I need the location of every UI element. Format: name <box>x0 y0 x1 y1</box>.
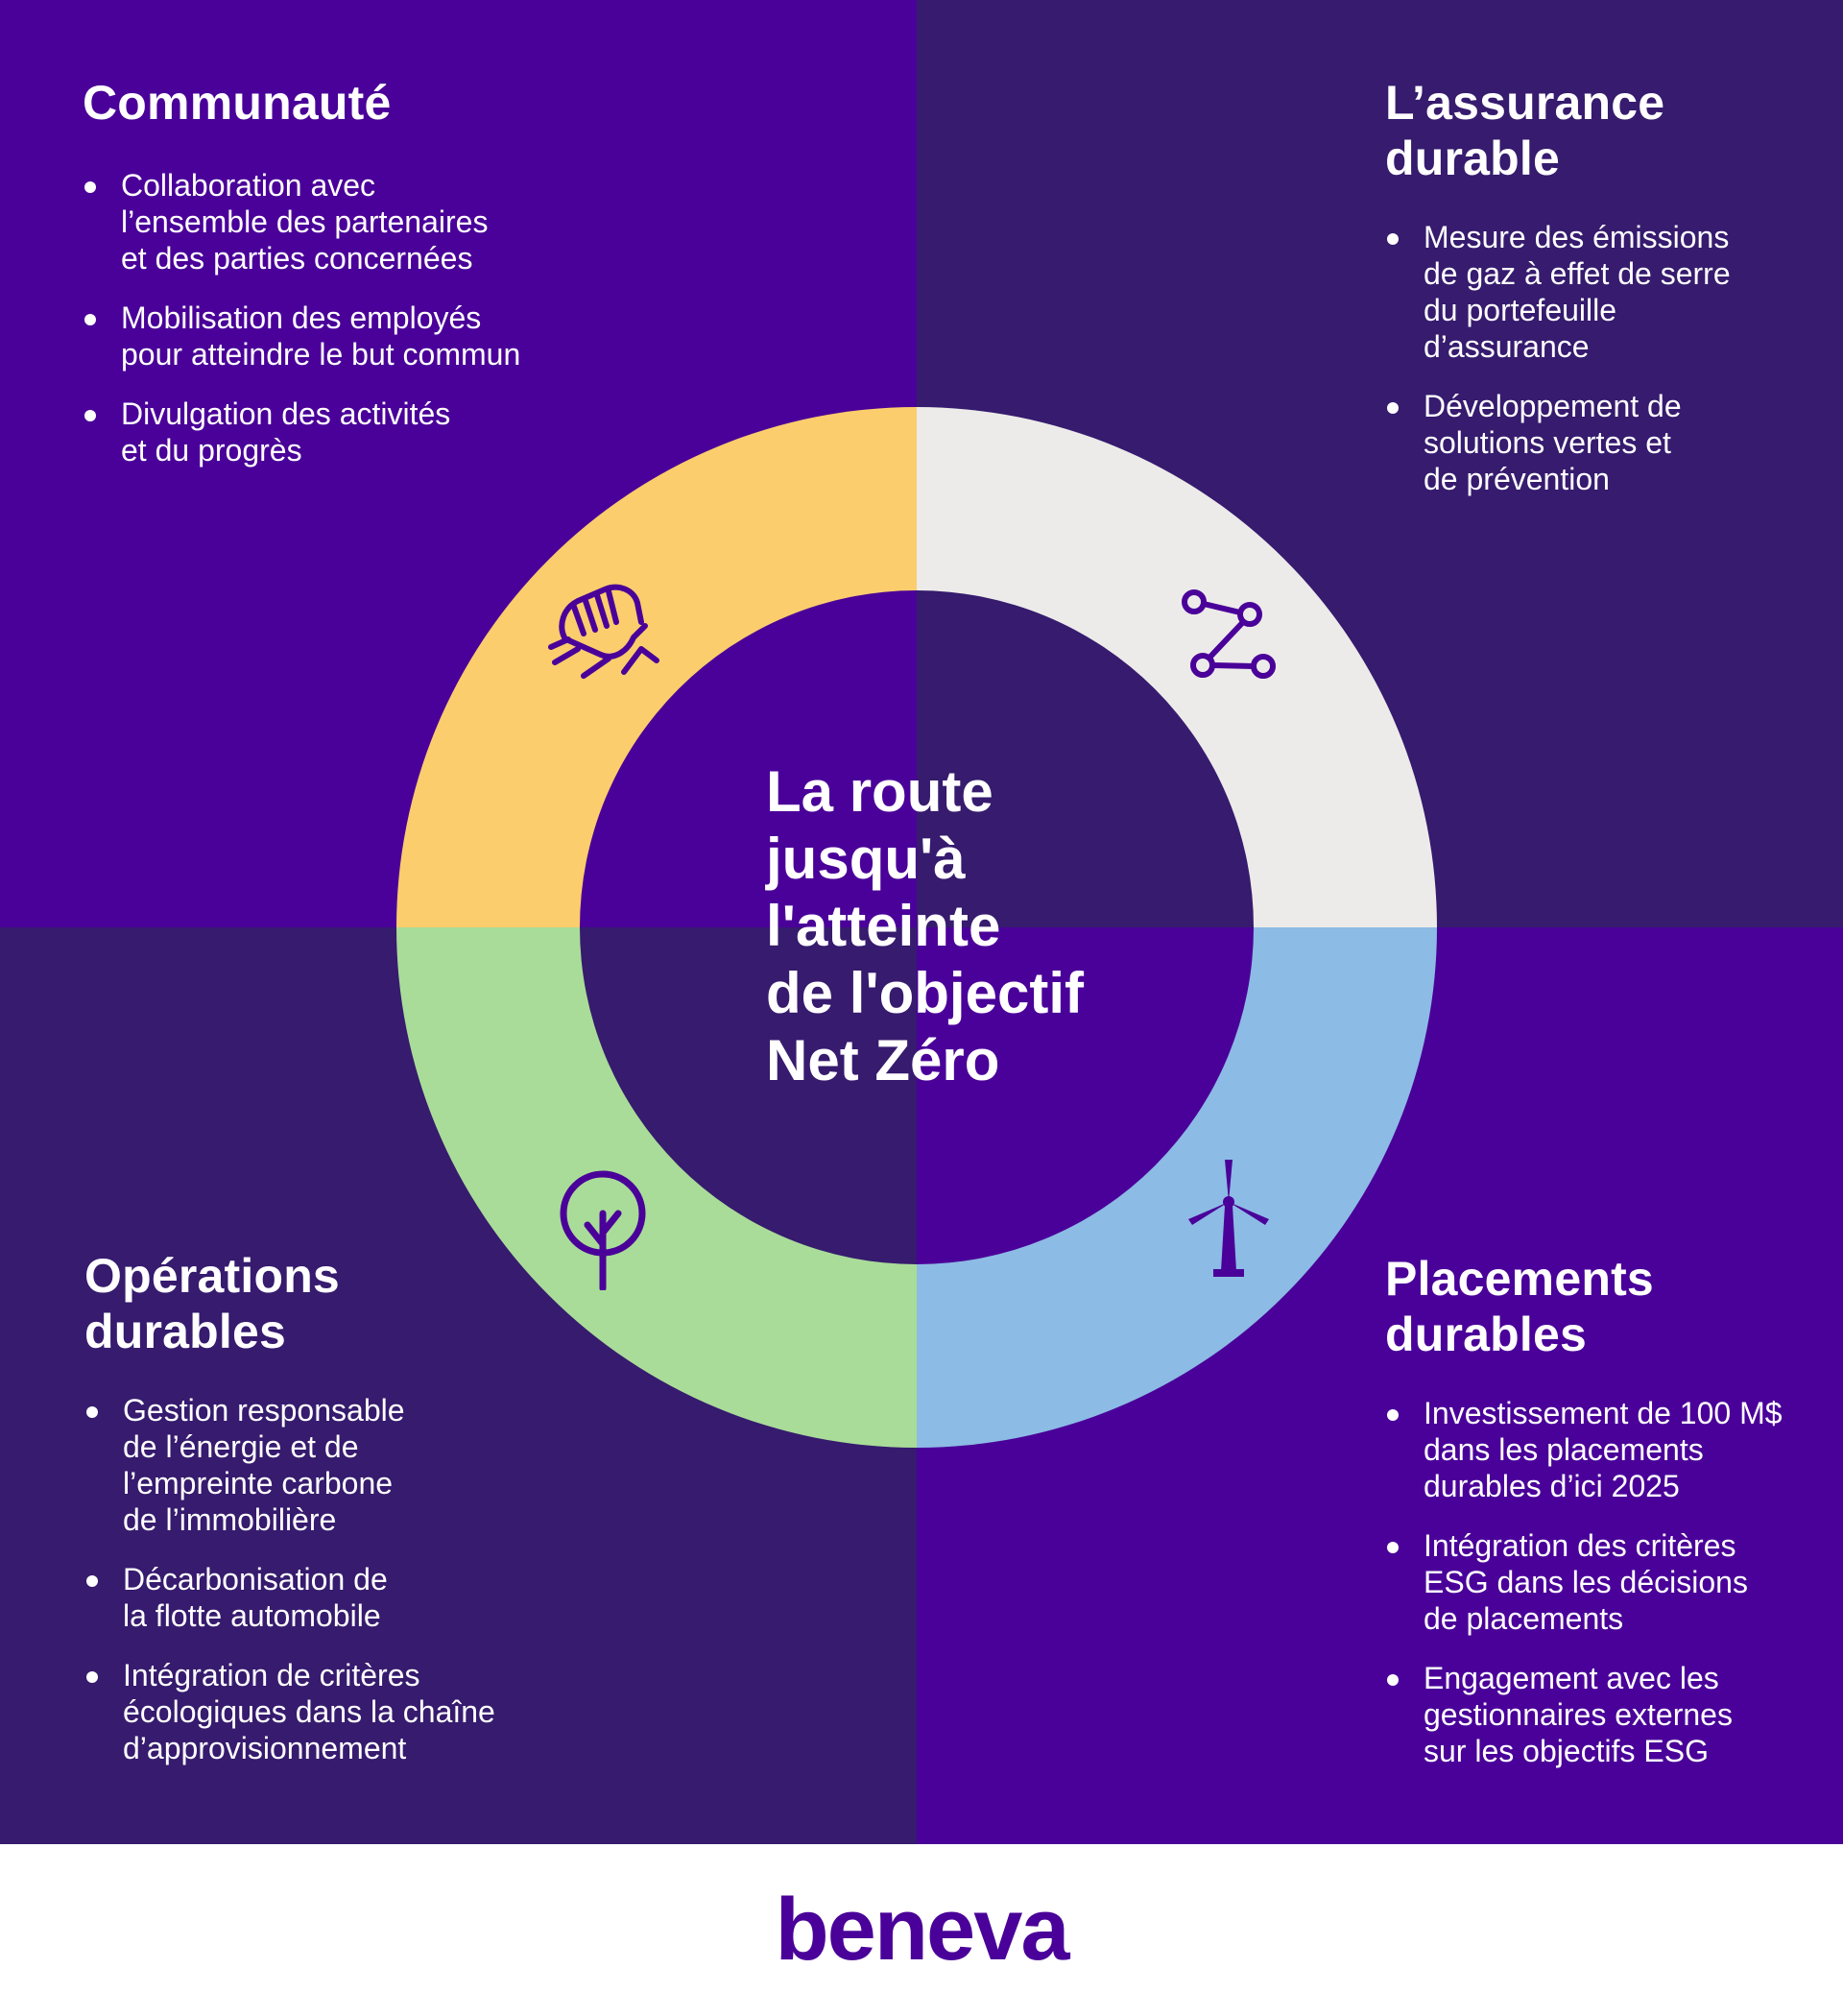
section-title-insurance: L’assurance durable <box>1385 76 1665 185</box>
section-insurance: L’assurance durable Mesure des émissions… <box>1385 75 1827 520</box>
ring-segment-operations <box>396 927 917 1448</box>
bullet-item: Intégration de critères écologiques dans… <box>84 1657 584 1766</box>
bullet-list-community: Collaboration avec l’ensemble des parten… <box>83 167 620 468</box>
bullet-list-investments: Investissement de 100 M$ dans les placem… <box>1385 1395 1827 1769</box>
footer: beneva <box>0 1844 1843 2016</box>
bullet-list-operations: Gestion responsable de l’énergie et de l… <box>84 1392 584 1766</box>
bullet-item: Engagement avec les gestionnaires extern… <box>1385 1660 1827 1769</box>
section-title-investments: Placements durables <box>1385 1252 1654 1361</box>
bullet-list-insurance: Mesure des émissions de gaz à effet de s… <box>1385 219 1827 497</box>
section-title-operations: Opérations durables <box>84 1249 340 1358</box>
bullet-item: Mobilisation des employés pour atteindre… <box>83 300 620 372</box>
section-operations: Opérations durables Gestion responsable … <box>84 1248 584 1789</box>
handshake-icon <box>548 584 659 679</box>
bullet-item: Développement de solutions vertes et de … <box>1385 388 1827 497</box>
bullet-item: Mesure des émissions de gaz à effet de s… <box>1385 219 1827 365</box>
net-zero-ring-diagram <box>396 407 1437 1448</box>
connected-nodes-icon <box>1182 589 1276 679</box>
bullet-item: Divulgation des activités et du progrès <box>83 396 620 468</box>
beneva-logo: beneva <box>775 1881 1069 1979</box>
ring-segment-insurance <box>917 407 1437 927</box>
section-community: Communauté Collaboration avec l’ensemble… <box>83 75 620 492</box>
section-investments: Placements durables Investissement de 10… <box>1385 1251 1827 1792</box>
bullet-item: Intégration des critères ESG dans les dé… <box>1385 1527 1827 1637</box>
center-title: La route jusqu'à l'atteinte de l'objecti… <box>766 759 1084 1092</box>
ring-segment-investments <box>917 927 1437 1448</box>
bullet-item: Décarbonisation de la flotte automobile <box>84 1561 584 1634</box>
wind-turbine-icon <box>1188 1160 1269 1277</box>
bullet-item: Gestion responsable de l’énergie et de l… <box>84 1392 584 1538</box>
bullet-item: Investissement de 100 M$ dans les placem… <box>1385 1395 1827 1504</box>
tree-icon <box>560 1170 646 1290</box>
bullet-item: Collaboration avec l’ensemble des parten… <box>83 167 620 276</box>
section-title-community: Communauté <box>83 76 392 130</box>
ring-segment-community <box>396 407 917 927</box>
